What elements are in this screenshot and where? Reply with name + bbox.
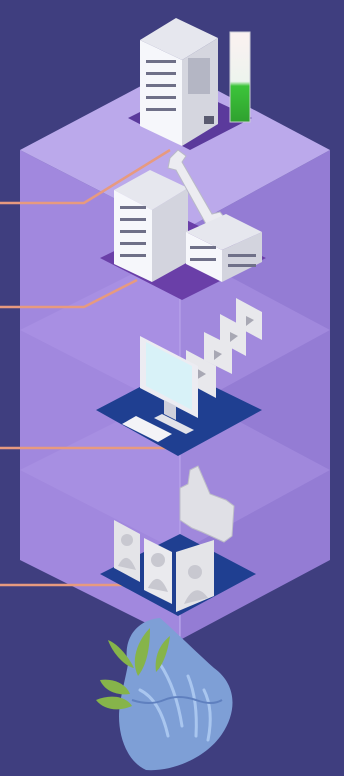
server-usage-layer <box>128 18 252 150</box>
user-card-icon <box>144 538 172 604</box>
thumbs-up-icon <box>179 465 235 543</box>
user-engagement-layer <box>100 465 256 616</box>
prism-top-face <box>20 68 330 232</box>
user-card-icon <box>176 540 214 612</box>
strawberry-icon <box>96 618 233 771</box>
server-maintenance-layer <box>100 149 266 300</box>
server-box-icon <box>186 214 262 282</box>
server-tower-icon <box>114 170 188 282</box>
usage-meter-icon <box>229 31 251 123</box>
video-content-layer <box>96 298 262 456</box>
monitor-icon <box>140 336 198 434</box>
platform-blue-top <box>96 368 262 456</box>
leaf-icon <box>96 628 170 710</box>
keyboard-icon <box>122 416 172 442</box>
connector-line-1 <box>0 148 171 205</box>
connector-line-2 <box>0 278 138 309</box>
user-card-icon <box>114 520 140 582</box>
server-tower-icon <box>140 18 218 146</box>
prism-section-slab-1 <box>20 250 330 412</box>
prism-section-slab-2 <box>20 390 330 552</box>
